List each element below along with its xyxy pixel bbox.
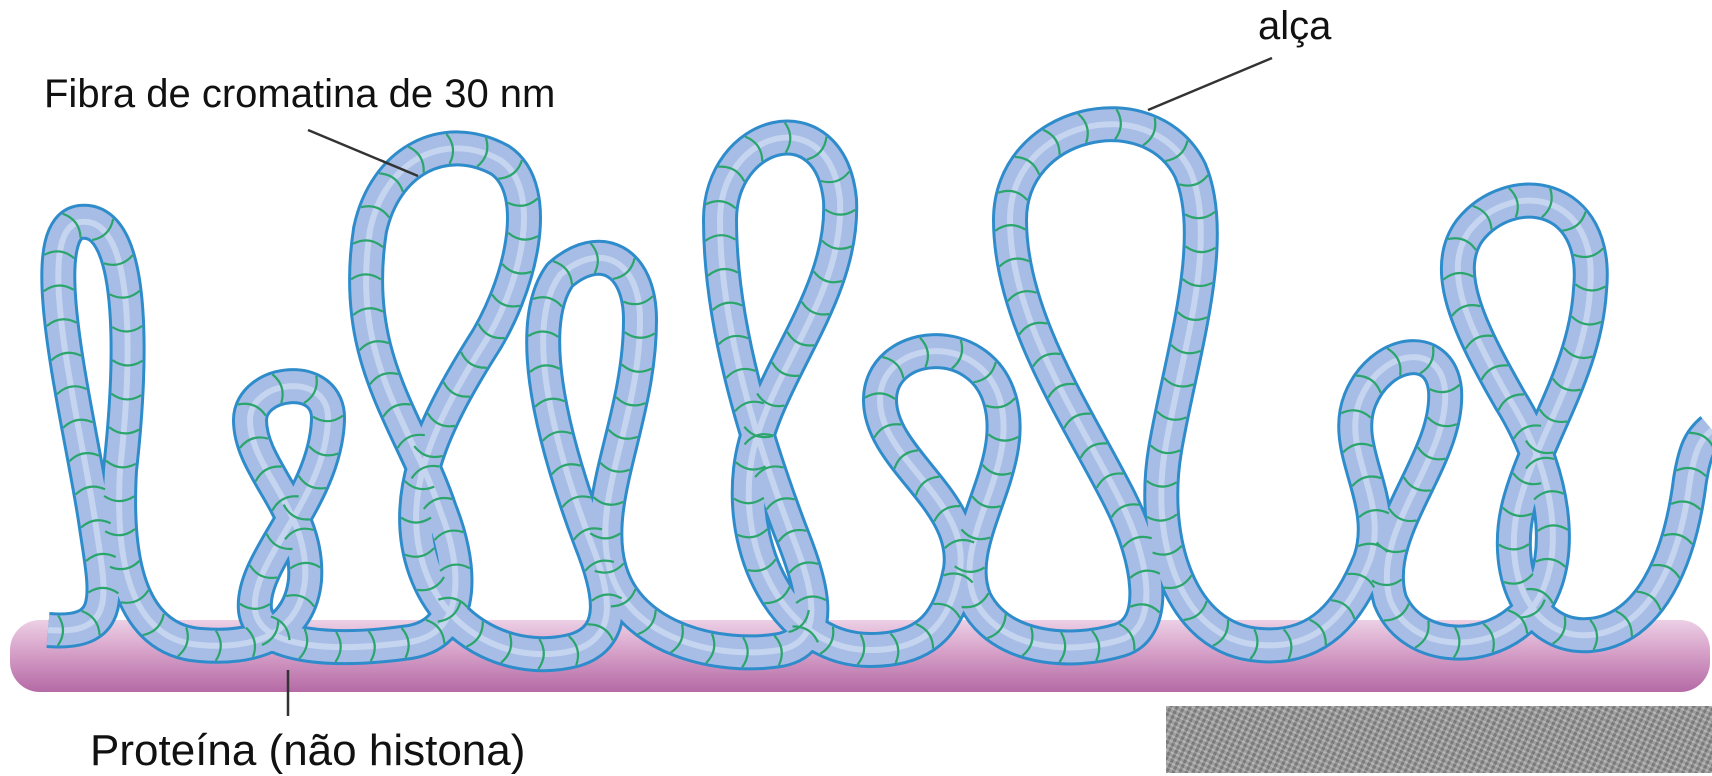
loop-leader-line bbox=[1148, 58, 1272, 110]
chromatin-fiber bbox=[44, 109, 1712, 669]
protein-label: Proteína (não histona) bbox=[90, 726, 525, 776]
loop-label: alça bbox=[1258, 4, 1331, 49]
fiber-label: Fibra de cromatina de 30 nm bbox=[44, 72, 555, 117]
electron-micrograph-image bbox=[1166, 706, 1712, 773]
